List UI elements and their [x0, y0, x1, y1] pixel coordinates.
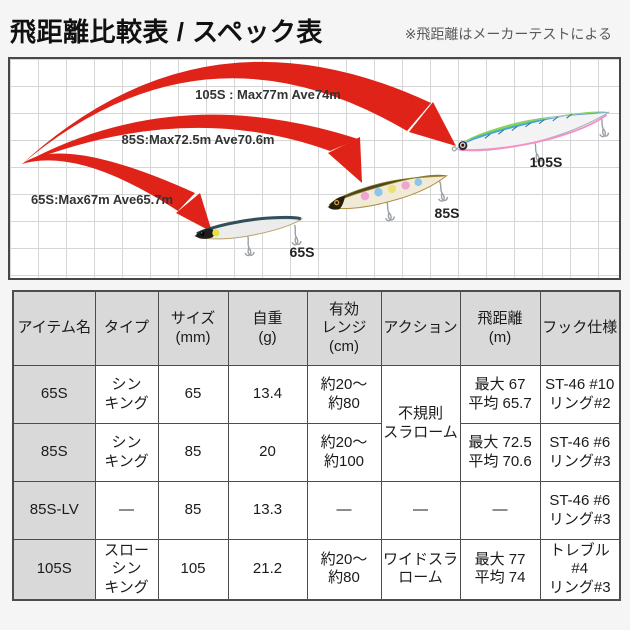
cell-range: ― — [306, 481, 382, 540]
lure-label-65s: 65S — [289, 244, 315, 260]
header-action: アクション — [380, 290, 461, 366]
distance-label-85s: 85S:Max72.5m Ave70.6m — [121, 132, 275, 147]
distance-label-105s: 105S : Max77m Ave74m — [195, 87, 341, 102]
distance-label-65s: 65S:Max67m Ave65.7m — [30, 192, 174, 207]
cell-weight: 20 — [227, 423, 308, 482]
arrow-85s — [22, 114, 362, 183]
cell-distance: 最大 72.5 平均 70.6 — [459, 423, 541, 482]
cast-arrows — [22, 61, 456, 232]
cell-weight: 21.2 — [227, 538, 308, 601]
cell-range: 約20〜 約80 — [306, 538, 382, 601]
cell-hook: ST-46 #6 リング#3 — [539, 481, 621, 540]
maker-test-note: ※飛距離はメーカーテストによる — [404, 26, 612, 42]
cell-item-name: 105S — [12, 538, 96, 601]
header-weight: 自重 (g) — [227, 290, 308, 366]
cell-distance: 最大 77 平均 74 — [459, 538, 541, 601]
lure-65s-icon — [194, 215, 304, 257]
table-row: 105S スロー シン キング 105 21.2 約20〜 約80 ワイドスラ … — [12, 538, 621, 601]
table-row: 65S シン キング 65 13.4 約20〜 約80 不規則 スラローム 最大… — [12, 365, 621, 482]
cell-item-name: 85S — [12, 423, 96, 482]
lure-85s-icon — [327, 174, 449, 222]
cell-range: 約20〜 約100 — [306, 423, 382, 482]
table-row: 85S-LV ― 85 13.3 ― ― ― ST-46 #6 リング#3 — [12, 481, 621, 540]
header-hook: フック仕様 — [539, 290, 621, 366]
cell-action: ― — [380, 481, 461, 540]
cell-action-merged: 不規則 スラローム — [380, 365, 461, 482]
header-size: サイズ (mm) — [157, 290, 229, 366]
cell-distance: ― — [459, 481, 541, 540]
cell-type: シン キング — [94, 423, 159, 482]
cell-size: 85 — [157, 423, 229, 482]
header-item-name: アイテム名 — [12, 290, 96, 366]
arrow-105s — [22, 61, 456, 164]
distance-comparison-diagram: 105S : Max77m Ave74m 85S:Max72.5m Ave70.… — [8, 57, 621, 280]
spec-table: アイテム名 タイプ サイズ (mm) 自重 (g) 有効 レンジ (cm) アク… — [12, 290, 621, 601]
table-row: 85S シン キング 85 20 約20〜 約100 最大 72.5 平均 70… — [12, 423, 621, 482]
cell-type: ― — [94, 481, 159, 540]
cell-size: 65 — [157, 365, 229, 424]
cell-weight: 13.3 — [227, 481, 308, 540]
cell-distance: 最大 67 平均 65.7 — [459, 365, 541, 424]
cell-hook: トレブル #4 リング#3 — [539, 538, 621, 601]
cell-size: 105 — [157, 538, 229, 601]
header-type: タイプ — [94, 290, 159, 366]
cell-type: スロー シン キング — [94, 538, 159, 601]
cell-item-name: 85S-LV — [12, 481, 96, 540]
cell-range: 約20〜 約80 — [306, 365, 382, 424]
cell-weight: 13.4 — [227, 365, 308, 424]
header-distance: 飛距離 (m) — [459, 290, 541, 366]
cell-hook: ST-46 #10 リング#2 — [539, 365, 621, 424]
cell-item-name: 65S — [12, 365, 96, 424]
page-title: 飛距離比較表 / スペック表 — [10, 17, 323, 47]
cell-size: 85 — [157, 481, 229, 540]
diagram-canvas — [22, 61, 610, 257]
cell-hook: ST-46 #6 リング#3 — [539, 423, 621, 482]
lure-105s-icon — [451, 111, 610, 164]
cell-type: シン キング — [94, 365, 159, 424]
arrow-65s — [22, 153, 212, 232]
table-header-row: アイテム名 タイプ サイズ (mm) 自重 (g) 有効 レンジ (cm) アク… — [12, 290, 621, 366]
cell-action: ワイドスラ ローム — [380, 538, 461, 601]
lure-label-85s: 85S — [434, 205, 460, 221]
header-range: 有効 レンジ (cm) — [306, 290, 382, 366]
lure-label-105s: 105S — [529, 154, 563, 170]
